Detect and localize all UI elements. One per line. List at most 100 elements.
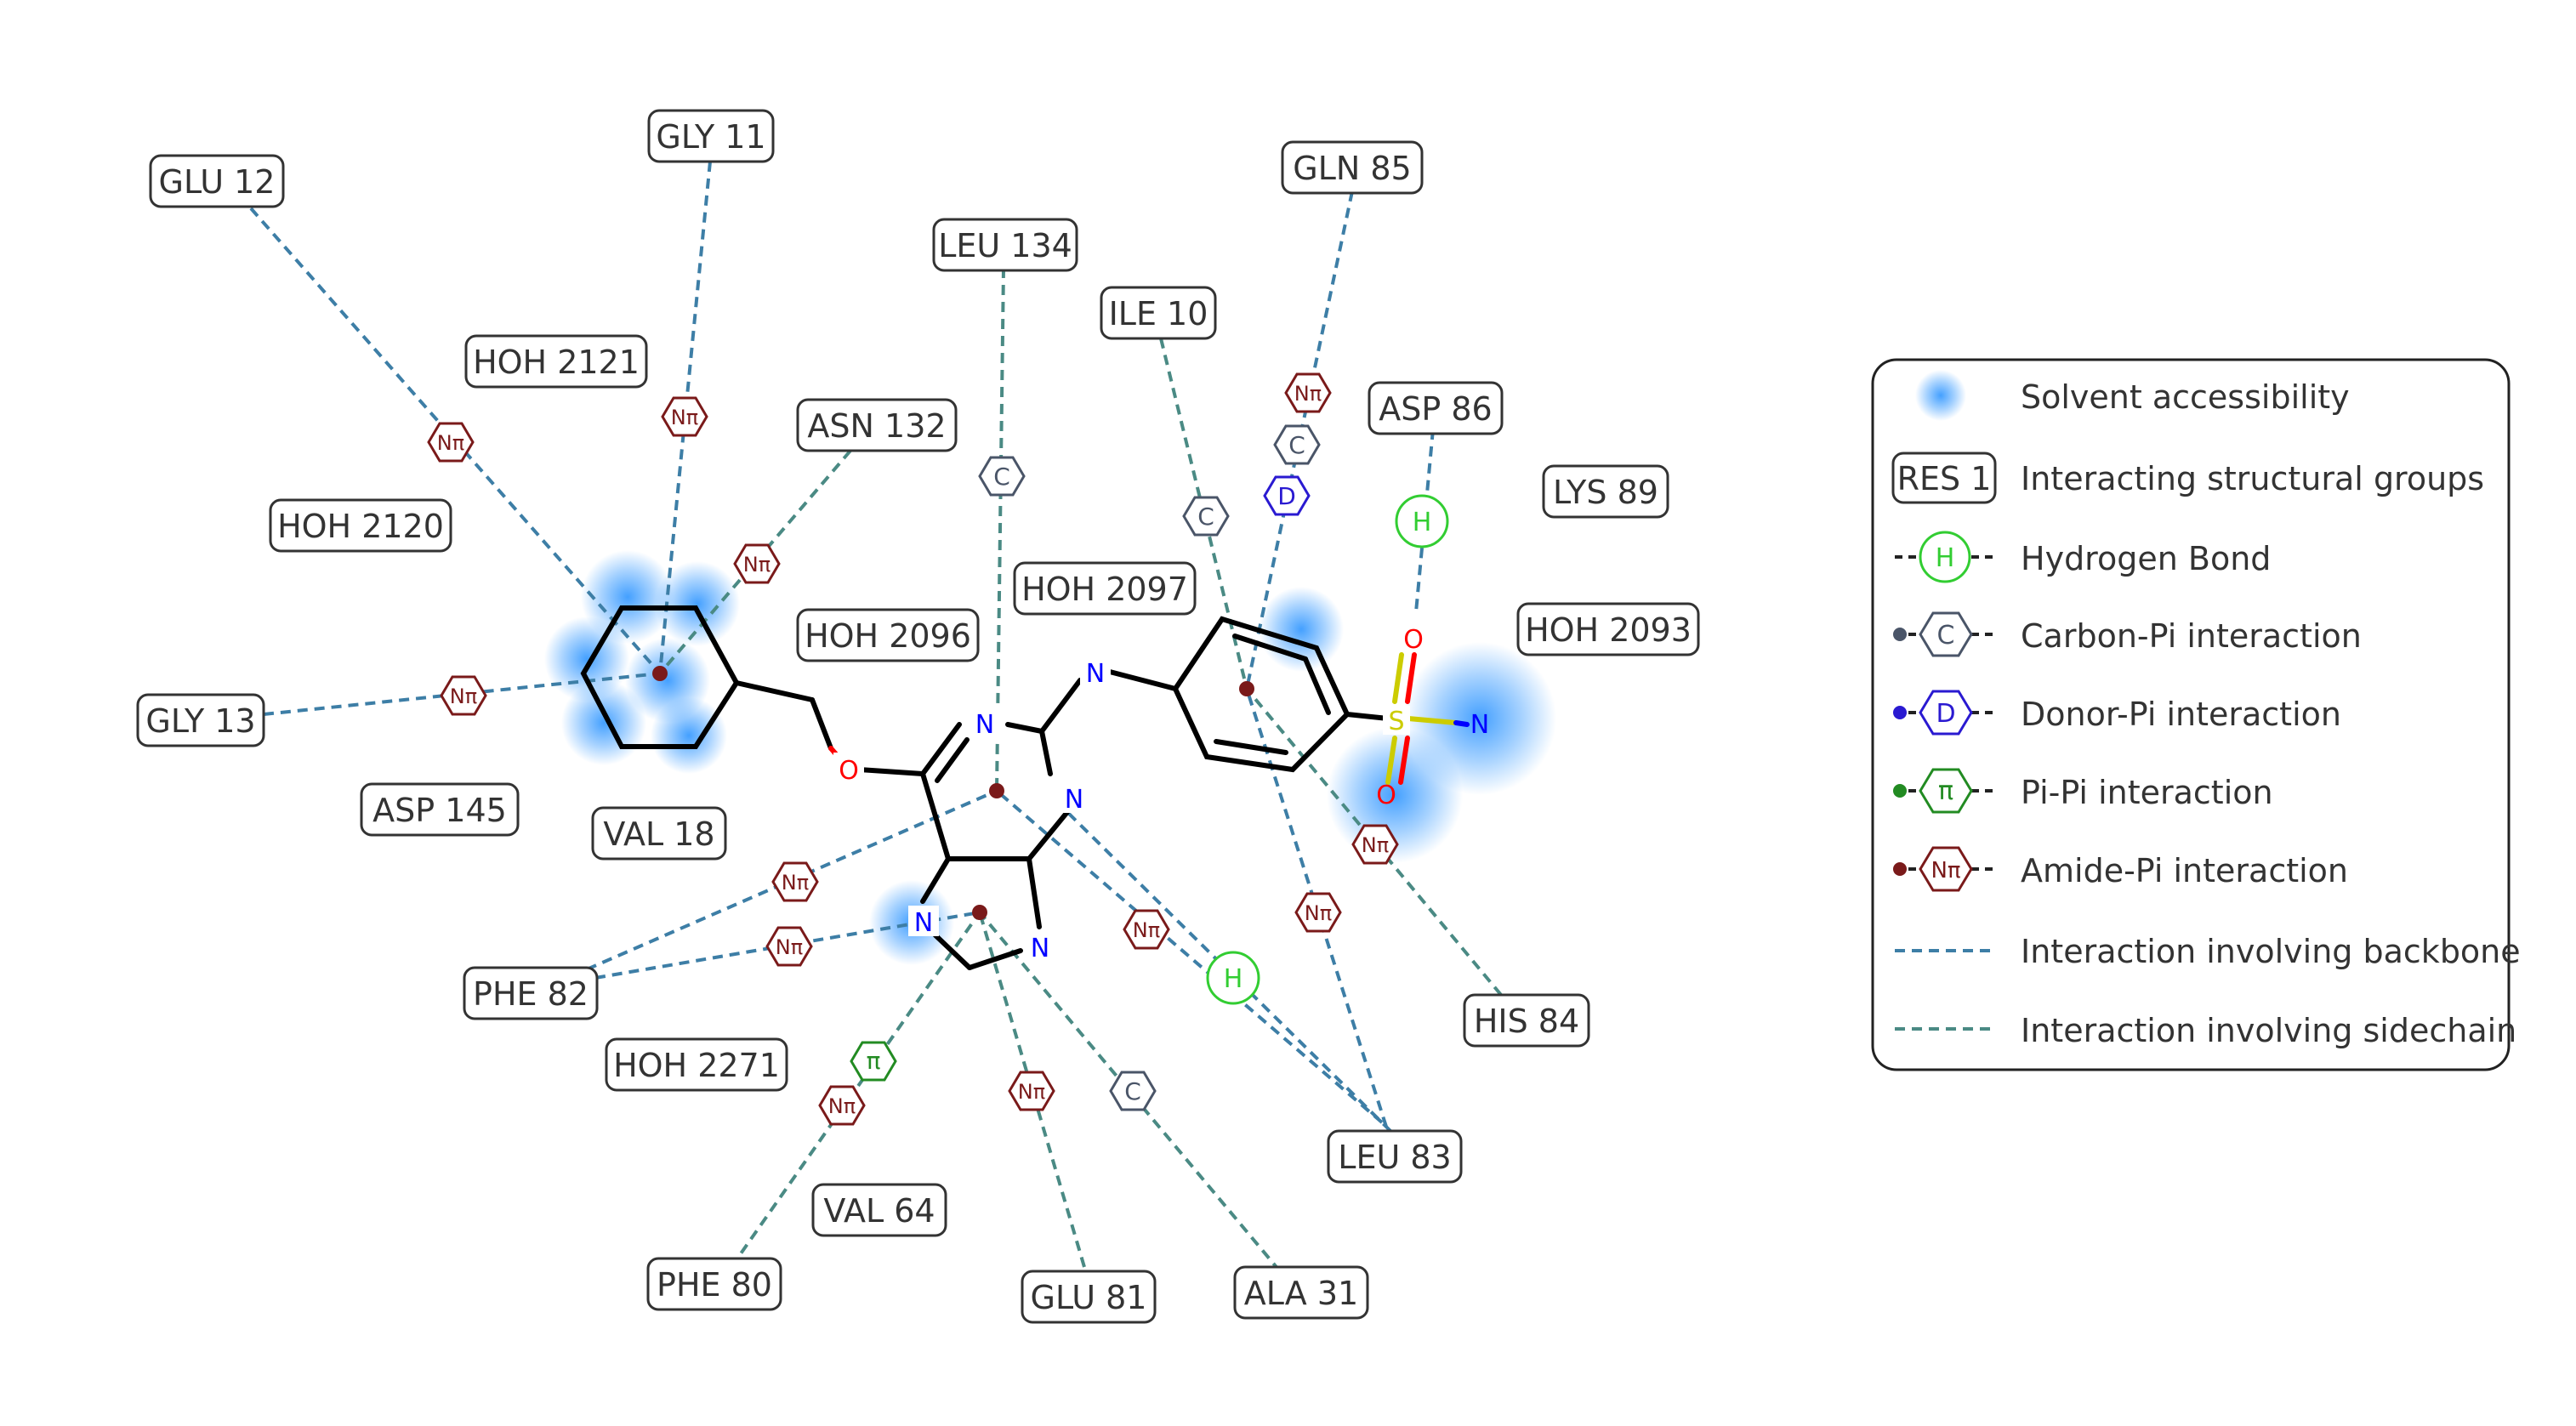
ligand-bonds bbox=[580, 605, 1390, 970]
legend-pi-pi-icon: π bbox=[1919, 768, 1973, 814]
atom-labels: O N N N N N S O O N bbox=[833, 625, 1489, 963]
bond-s-o2-double bbox=[1398, 736, 1410, 785]
svg-text:H: H bbox=[1936, 543, 1955, 573]
phenyl-double-1 bbox=[1232, 633, 1308, 662]
residue-his84: HIS 84 bbox=[1463, 993, 1590, 1048]
residue-asp86: ASP 86 bbox=[1368, 381, 1504, 435]
svg-text:π: π bbox=[867, 1047, 881, 1075]
bond-c4-n9 bbox=[1026, 856, 1042, 929]
bond-s-o2 bbox=[1385, 736, 1397, 785]
amide-pi-icon: Nπ bbox=[1008, 1071, 1055, 1111]
residue-glu81: GLU 81 bbox=[1021, 1270, 1157, 1324]
residue-ile10: ILE 10 bbox=[1100, 286, 1217, 340]
svg-text:HOH 2096: HOH 2096 bbox=[805, 617, 971, 655]
atom-o2: O bbox=[1376, 781, 1396, 810]
residue-hoh2120: HOH 2120 bbox=[269, 498, 452, 553]
residue-hoh2096: HOH 2096 bbox=[796, 608, 980, 662]
interaction-line-gly13 bbox=[263, 672, 661, 716]
residue-hoh2121: HOH 2121 bbox=[464, 334, 648, 389]
svg-text:GLU 81: GLU 81 bbox=[1031, 1279, 1147, 1316]
bond-c6-n1 bbox=[920, 722, 962, 776]
solvent-blob bbox=[655, 561, 740, 646]
bond-c4-n3 bbox=[1026, 810, 1070, 861]
legend-res-icon bbox=[1891, 452, 1997, 504]
svg-text:GLY 11: GLY 11 bbox=[656, 118, 765, 156]
svg-text:Nπ: Nπ bbox=[1362, 833, 1389, 857]
svg-text:D: D bbox=[1936, 699, 1955, 729]
svg-text:C: C bbox=[1937, 621, 1955, 651]
svg-text:PHE 82: PHE 82 bbox=[473, 975, 589, 1013]
svg-text:RES 1: RES 1 bbox=[1897, 460, 1992, 497]
atom-bg bbox=[1059, 782, 1089, 813]
residue-val18: VAL 18 bbox=[591, 806, 727, 861]
bond-nh-phenyl bbox=[1107, 669, 1178, 691]
legend-donor-pi-icon: D bbox=[1919, 690, 1973, 736]
amide-pi-icon: Nπ bbox=[440, 675, 487, 716]
residue-hoh2271: HOH 2271 bbox=[605, 1037, 788, 1092]
atom-bg bbox=[908, 906, 939, 936]
residue-leu83: LEU 83 bbox=[1327, 1129, 1463, 1184]
legend-label-donor-pi: Donor-Pi interaction bbox=[2021, 696, 2341, 733]
carbon-pi-icon: C bbox=[1109, 1071, 1157, 1111]
legend-label-amide-pi: Amide-Pi interaction bbox=[2021, 852, 2348, 889]
atom-bg bbox=[1080, 656, 1111, 687]
centroid-phenyl bbox=[1239, 681, 1254, 696]
residue-ala31: ALA 31 bbox=[1233, 1265, 1369, 1320]
svg-text:H: H bbox=[1413, 508, 1432, 537]
atom-o1: O bbox=[1403, 625, 1424, 655]
atom-s: S bbox=[1388, 707, 1404, 736]
atom-bg bbox=[833, 753, 864, 783]
hbond-icon: H bbox=[1395, 494, 1449, 548]
svg-text:C: C bbox=[1288, 431, 1305, 459]
svg-text:ILE 10: ILE 10 bbox=[1109, 295, 1208, 332]
phenyl-double-3 bbox=[1303, 656, 1331, 715]
bond-c6-n1-double bbox=[935, 737, 970, 783]
legend-label-sidechain: Interaction involving sidechain bbox=[2021, 1012, 2516, 1049]
svg-text:Nπ: Nπ bbox=[437, 431, 464, 455]
atom-o-ether: O bbox=[839, 756, 859, 786]
bond-c2-n1 bbox=[1005, 722, 1044, 734]
residue-gln85: GLN 85 bbox=[1281, 140, 1424, 195]
svg-text:ASN 132: ASN 132 bbox=[807, 407, 946, 445]
svg-text:Nπ: Nπ bbox=[671, 406, 698, 429]
svg-text:VAL 64: VAL 64 bbox=[823, 1192, 935, 1230]
ring-centroids bbox=[652, 666, 1254, 920]
residue-val64: VAL 64 bbox=[811, 1183, 947, 1237]
svg-text:Nπ: Nπ bbox=[1133, 918, 1160, 942]
svg-text:LEU 83: LEU 83 bbox=[1338, 1139, 1451, 1176]
svg-text:C: C bbox=[1124, 1077, 1141, 1105]
residue-lys89: LYS 89 bbox=[1542, 464, 1669, 519]
bond-s-n-blue bbox=[1453, 720, 1470, 727]
carbon-pi-icon: C bbox=[1273, 424, 1321, 465]
phenyl-double-2 bbox=[1214, 739, 1288, 755]
residue-glu12: GLU 12 bbox=[149, 154, 285, 208]
residue-gly11: GLY 11 bbox=[647, 109, 775, 163]
interaction-line-phe80 bbox=[730, 911, 981, 1269]
legend-label-hbond: Hydrogen Bond bbox=[2021, 540, 2271, 577]
amide-pi-icon: Nπ bbox=[661, 396, 708, 437]
legend: Solvent accessibility RES 1 Interacting … bbox=[1871, 358, 2521, 1071]
atom-n-sulfonamide: N bbox=[1470, 710, 1489, 740]
amide-pi-icon: Nπ bbox=[1284, 372, 1332, 413]
svg-text:Nπ: Nπ bbox=[1305, 901, 1332, 925]
svg-text:HOH 2271: HOH 2271 bbox=[613, 1047, 780, 1084]
amide-pi-icon: Nπ bbox=[427, 422, 475, 463]
legend-label-structural: Interacting structural groups bbox=[2021, 460, 2484, 497]
residue-phe80: PHE 80 bbox=[646, 1257, 782, 1311]
svg-text:HOH 2120: HOH 2120 bbox=[277, 508, 444, 545]
svg-text:π: π bbox=[1938, 776, 1953, 806]
legend-frame bbox=[1871, 358, 2511, 1071]
amide-pi-icon: Nπ bbox=[771, 861, 819, 902]
legend-label-carbon-pi: Carbon-Pi interaction bbox=[2021, 617, 2362, 655]
atom-nh: N bbox=[1086, 659, 1105, 689]
amide-pi-icon: Nπ bbox=[1351, 824, 1399, 865]
atom-bg bbox=[1025, 931, 1055, 962]
interaction-line-glu81 bbox=[978, 912, 1086, 1268]
bond-n3-c2 bbox=[1039, 729, 1053, 776]
svg-text:ASP 86: ASP 86 bbox=[1379, 390, 1492, 428]
residue-leu134: LEU 134 bbox=[932, 218, 1078, 272]
legend-label-solvent: Solvent accessibility bbox=[2021, 378, 2350, 416]
svg-text:GLY 13: GLY 13 bbox=[145, 702, 255, 740]
bond-c6-c5 bbox=[920, 771, 951, 861]
